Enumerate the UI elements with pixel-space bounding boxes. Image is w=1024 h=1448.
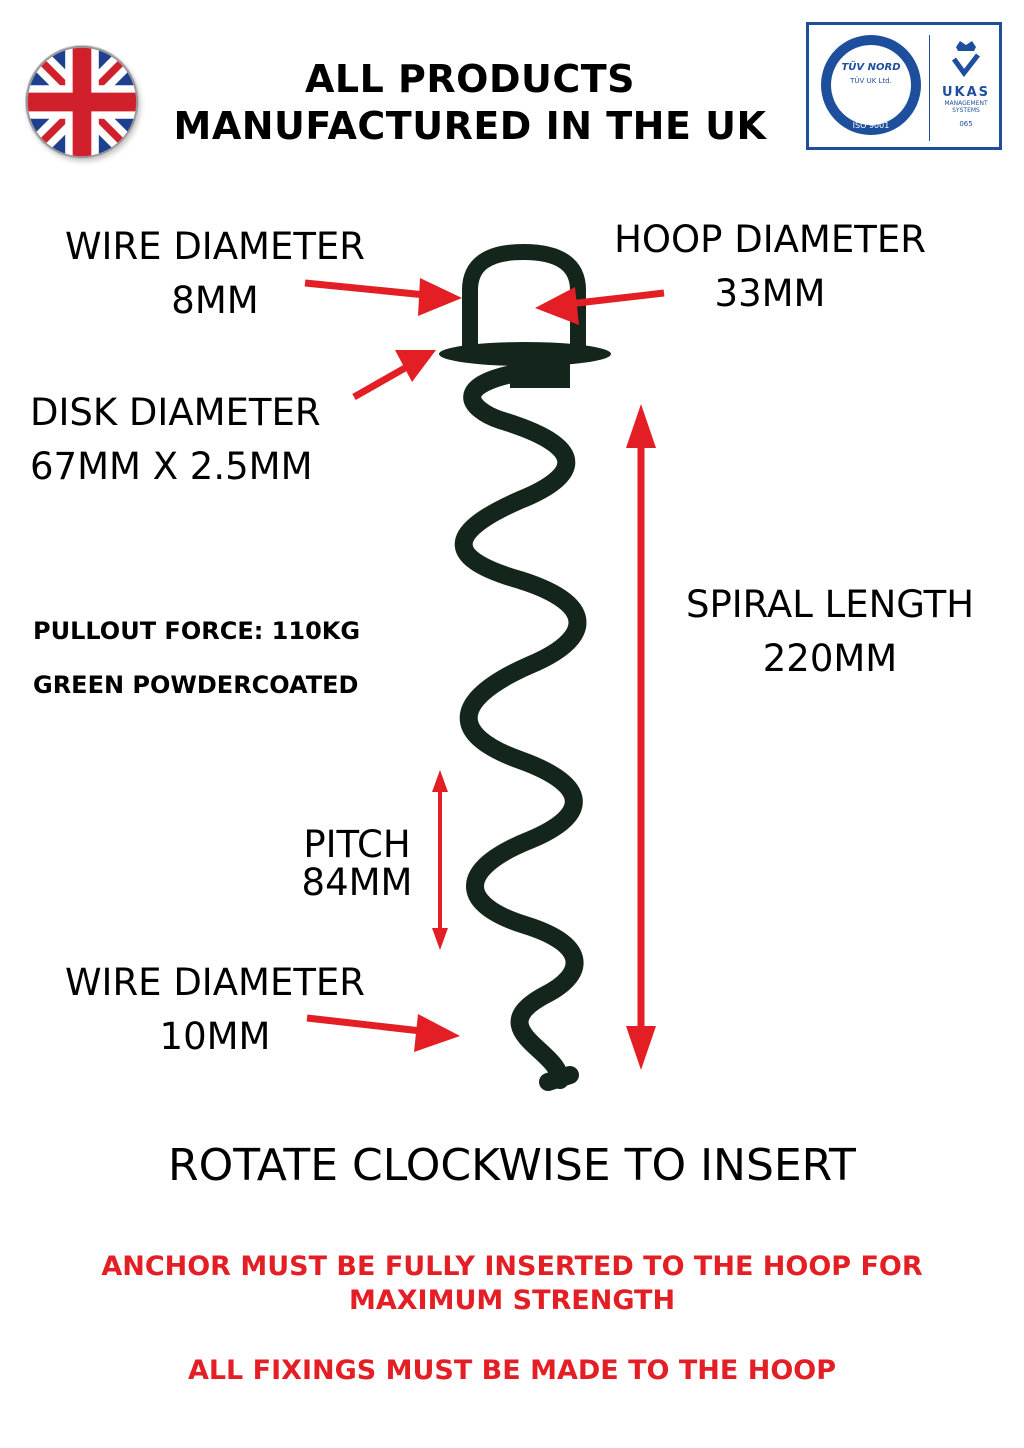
spiral-length-title: SPIRAL LENGTH bbox=[685, 583, 975, 626]
title-line-2: MANUFACTURED IN THE UK bbox=[173, 104, 767, 148]
ukas-logo: UKAS MANAGEMENT SYSTEMS 065 bbox=[936, 35, 996, 128]
ukas-management: MANAGEMENT SYSTEMS bbox=[944, 100, 988, 114]
anchor-hoop bbox=[462, 243, 586, 358]
wire-diameter-top-title: WIRE DIAMETER bbox=[64, 225, 366, 268]
pitch-value: 84MM bbox=[301, 861, 413, 904]
pullout-force: PULLOUT FORCE: 110KG bbox=[33, 617, 361, 645]
label-pitch: PITCH 84MM bbox=[280, 826, 434, 902]
label-spiral-length: SPIRAL LENGTH 220MM bbox=[660, 578, 1000, 686]
tuv-logo-inner bbox=[831, 45, 911, 125]
wire-diameter-bottom-value: 10MM bbox=[159, 1015, 271, 1058]
tuv-nord-logo: TÜV NORD TÜV UK Ltd. ISO 9001 bbox=[821, 35, 921, 135]
label-disk-diameter: DISK DIAMETER 67MM X 2.5MM bbox=[30, 386, 370, 494]
disk-diameter-title: DISK DIAMETER bbox=[30, 391, 321, 434]
crown-check-icon bbox=[951, 41, 980, 78]
ukas-number: 065 bbox=[959, 120, 973, 128]
iso-standard: ISO 9001 bbox=[852, 121, 890, 130]
wire-diameter-bottom-title: WIRE DIAMETER bbox=[64, 961, 366, 1004]
cert-divider bbox=[929, 35, 930, 141]
label-hoop-diameter: HOOP DIAMETER 33MM bbox=[590, 213, 950, 321]
ukas-name: UKAS bbox=[941, 85, 991, 100]
warning-line-2: MAXIMUM STRENGTH bbox=[348, 1285, 676, 1316]
certification-badge: TÜV NORD TÜV UK Ltd. ISO 9001 UKAS MANAG… bbox=[806, 22, 1002, 150]
union-jack-flag-icon bbox=[26, 46, 138, 158]
hoop-diameter-title: HOOP DIAMETER bbox=[614, 218, 926, 261]
tuv-subtitle: TÜV UK Ltd. bbox=[850, 77, 892, 85]
disk-diameter-value: 67MM X 2.5MM bbox=[30, 445, 313, 488]
arrow-wire-diameter-bottom bbox=[306, 1014, 431, 1036]
hoop-diameter-value: 33MM bbox=[714, 272, 826, 315]
warning-line-1: ANCHOR MUST BE FULLY INSERTED TO THE HOO… bbox=[101, 1251, 923, 1282]
arrow-disk-diameter bbox=[352, 360, 414, 401]
arrow-hoop-diameter bbox=[559, 289, 665, 309]
tuv-brand: TÜV NORD bbox=[841, 62, 901, 73]
title-line-1: ALL PRODUCTS bbox=[304, 57, 636, 101]
page-title: ALL PRODUCTS MANUFACTURED IN THE UK bbox=[150, 56, 790, 150]
instruction-text: ROTATE CLOCKWISE TO INSERT bbox=[168, 1140, 856, 1191]
pitch-title: PITCH bbox=[303, 823, 411, 866]
warning-fixings: ALL FIXINGS MUST BE MADE TO THE HOOP bbox=[187, 1355, 837, 1386]
spiral-length-value: 220MM bbox=[762, 637, 898, 680]
coating-spec: GREEN POWDERCOATED bbox=[33, 671, 359, 699]
anchor-spiral bbox=[454, 359, 587, 1089]
label-wire-diameter-top: WIRE DIAMETER 8MM bbox=[50, 220, 380, 328]
warning-insertion: ANCHOR MUST BE FULLY INSERTED TO THE HOO… bbox=[40, 1250, 984, 1318]
wire-diameter-top-value: 8MM bbox=[171, 279, 259, 322]
label-wire-diameter-bottom: WIRE DIAMETER 10MM bbox=[50, 956, 380, 1064]
